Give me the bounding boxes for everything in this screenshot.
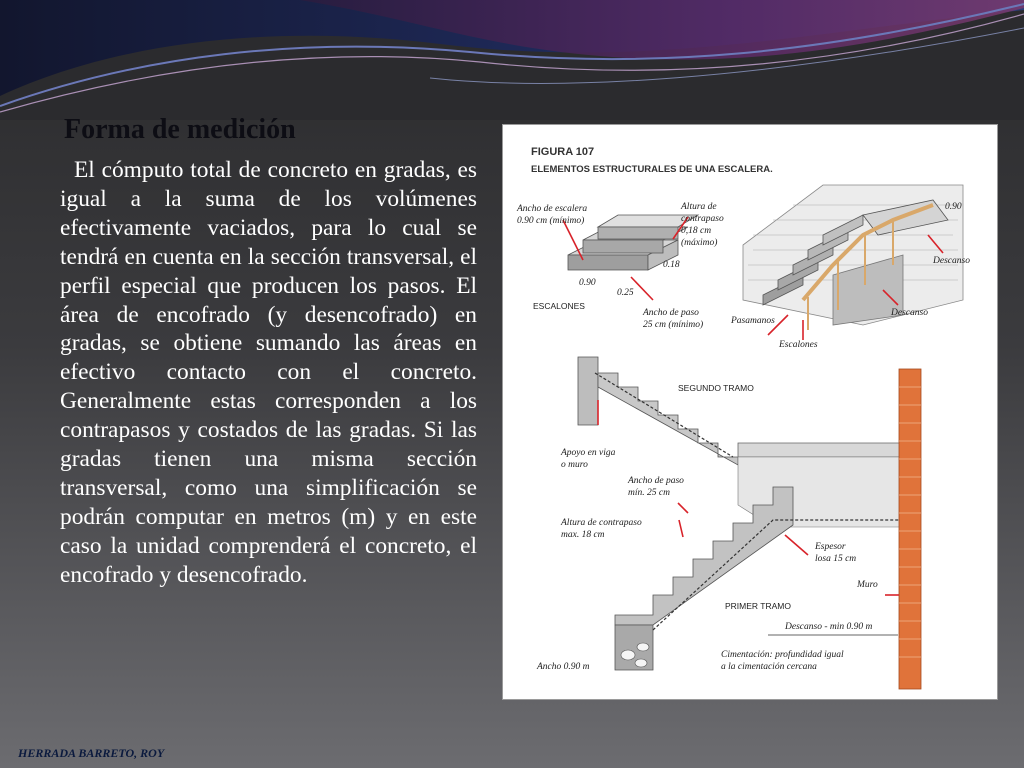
label-altura-max-1: Altura de contrapaso: [560, 518, 642, 528]
stair-section-drawing: [577, 356, 922, 690]
label-altura-contrapaso-3: 0,18 cm: [681, 226, 711, 236]
label-ancho-paso-2: 25 cm (mínimo): [643, 319, 703, 330]
label-altura-max-2: max. 18 cm: [561, 530, 605, 540]
label-ancho-escalera-2: 0.90 cm (mínimo): [517, 215, 584, 226]
body-paragraph: El cómputo total de concreto en gradas, …: [60, 157, 477, 588]
label-apoyo-2: o muro: [561, 460, 588, 470]
label-ancho-paso-min-1: Ancho de paso: [627, 476, 684, 486]
dim-018: 0.18: [663, 260, 680, 270]
staircase-3d-drawing: [742, 184, 964, 330]
label-segundo-tramo: SEGUNDO TRAMO: [678, 383, 754, 393]
stair-structure-figure: FIGURA 107 ELEMENTOS ESTRUCTURALES DE UN…: [502, 124, 998, 700]
label-escalones: Escalones: [778, 340, 818, 350]
slide-heading: Forma de medición: [64, 114, 296, 145]
label-altura-contrapaso-2: contrapaso: [681, 214, 724, 224]
label-pasamanos: Pasamanos: [730, 316, 775, 326]
decorative-wave-banner: [0, 0, 1024, 120]
label-altura-contrapaso-1: Altura de: [680, 202, 717, 212]
label-descanso-mid: Descanso: [890, 308, 928, 318]
small-stairs-drawing: [567, 214, 700, 271]
label-apoyo-1: Apoyo en viga: [560, 448, 616, 458]
label-ancho-paso-min-2: mín. 25 cm: [628, 488, 670, 498]
label-ancho-090: Ancho 0.90 m: [536, 662, 590, 672]
label-escalones-small: ESCALONES: [533, 301, 585, 311]
author-footer: HERRADA BARRETO, ROY: [18, 746, 165, 760]
label-cimentacion-2: a la cimentación cercana: [721, 662, 817, 672]
dim-025: 0.25: [617, 288, 634, 298]
figure-title: ELEMENTOS ESTRUCTURALES DE UNA ESCALERA.: [531, 164, 773, 175]
dim-090-small: 0.90: [579, 278, 596, 288]
label-altura-contrapaso-4: (máximo): [681, 237, 717, 248]
label-ancho-paso-1: Ancho de paso: [642, 308, 699, 318]
label-espesor-1: Espesor: [814, 542, 846, 552]
label-ancho-escalera-1: Ancho de escalera: [516, 204, 587, 214]
dim-090-top: 0.90: [945, 202, 962, 212]
label-primer-tramo: PRIMER TRAMO: [725, 601, 791, 611]
label-cimentacion-1: Cimentación: profundidad igual: [721, 649, 844, 660]
label-descanso-right: Descanso: [932, 256, 970, 266]
label-espesor-2: losa 15 cm: [815, 554, 856, 564]
label-muro: Muro: [856, 580, 878, 590]
figure-number: FIGURA 107: [531, 146, 594, 158]
label-descanso-min: Descanso - min 0.90 m: [784, 622, 872, 632]
